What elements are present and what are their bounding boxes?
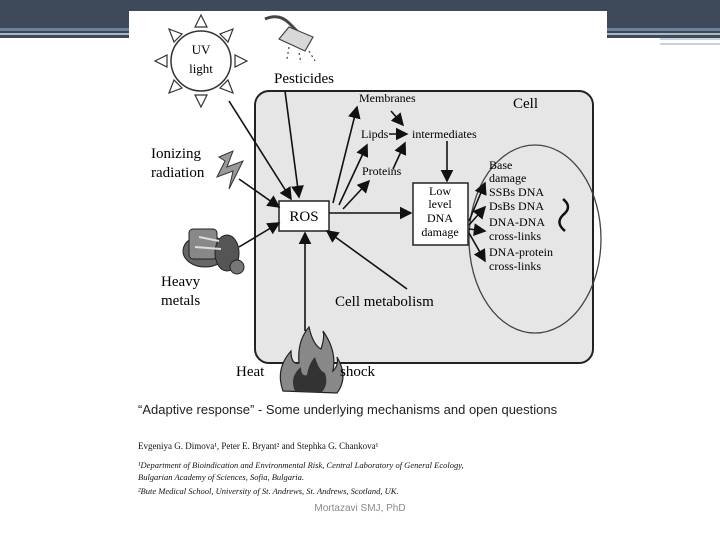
damage-type-line: DNA-DNA	[489, 215, 545, 229]
citation-affiliation-2: ²Bute Medical School, University of St. …	[138, 486, 399, 496]
citation-affiliation-1b: Bulgarian Academy of Sciences, Sofia, Bu…	[138, 472, 305, 482]
heavy-metals-icon	[182, 228, 245, 275]
cell-metabolism-label: Cell metabolism	[335, 294, 434, 310]
uv-label: UV	[192, 42, 211, 57]
radiation-label: radiation	[151, 165, 205, 181]
lipids-label: Lipds	[361, 127, 389, 141]
heat-label: Heat	[236, 364, 265, 380]
shock-label: shock	[340, 364, 375, 380]
damage-type-line: damage	[489, 171, 526, 185]
damage-type-line: DsBs DNA	[489, 199, 544, 213]
spray-icon	[264, 15, 316, 64]
citation-affiliation-1: ¹Department of Bioindication and Environ…	[138, 460, 464, 470]
intermediates-label: intermediates	[412, 127, 477, 141]
low-level-line: Low	[429, 184, 451, 198]
heavy-label: Heavy	[161, 274, 201, 290]
damage-type-line: cross-links	[489, 259, 541, 273]
low-level-dna-damage-node	[412, 182, 469, 246]
pathway-arrows	[228, 90, 487, 331]
metals-label: metals	[161, 293, 200, 309]
lightning-bolt-icon	[215, 150, 245, 190]
ros-label: ROS	[289, 209, 318, 225]
citation-authors: Evgeniya G. Dimova¹, Peter E. Bryant² an…	[138, 441, 379, 451]
citation-title: “Adaptive response” - Some underlying me…	[138, 402, 558, 417]
ionizing-label: Ionizing	[151, 146, 201, 162]
dna-break-squiggle	[558, 198, 570, 232]
diagram-figure: UV light Pesticides Ionizing radiation H…	[129, 11, 607, 498]
dna-damage-types-oval	[468, 144, 602, 334]
cell-label: Cell	[513, 96, 538, 112]
damage-type-line: cross-links	[489, 229, 541, 243]
slide-footer: Mortazavi SMJ, PhD	[314, 503, 406, 514]
damage-type-line: DNA-protein	[489, 245, 553, 259]
low-level-line: level	[428, 197, 452, 211]
header-decoration	[660, 38, 720, 50]
proteins-label: Proteins	[362, 164, 402, 178]
ros-node	[278, 200, 330, 232]
pesticides-label: Pesticides	[274, 71, 334, 87]
sun-icon	[153, 13, 249, 109]
fire-icon	[279, 325, 344, 394]
ros-diagram: UV light Pesticides Ionizing radiation H…	[151, 13, 602, 394]
light-label: light	[189, 61, 213, 76]
damage-type-line: SSBs DNA	[489, 185, 544, 199]
membranes-label: Membranes	[359, 91, 416, 105]
damage-type-line: Base	[489, 158, 512, 172]
low-level-line: DNA	[427, 211, 453, 225]
low-level-line: damage	[421, 225, 458, 239]
